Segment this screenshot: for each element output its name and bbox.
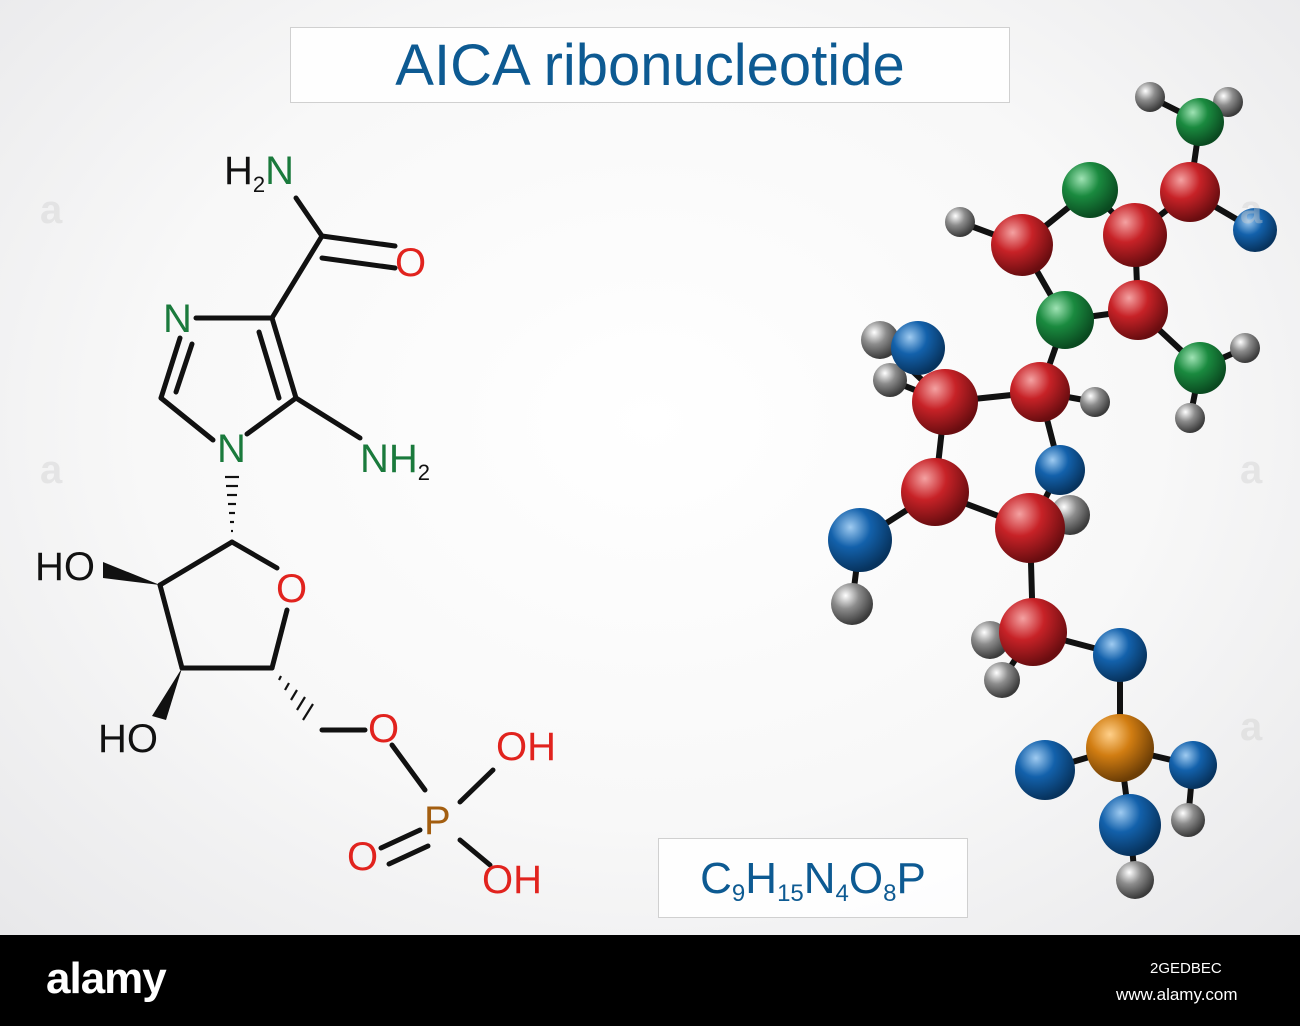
phosphate-oh-top-label: OH <box>496 725 556 769</box>
brand-logo: alamy <box>46 954 167 1003</box>
formula-box: C9H15N4O8P <box>658 838 968 918</box>
ring-n3-label: N <box>163 297 192 341</box>
bond-c4-c5 <box>269 315 299 401</box>
stereo-wedges <box>103 475 314 721</box>
heavy-atoms <box>828 98 1277 856</box>
image-id: 2GEDBEC <box>1150 960 1222 977</box>
bond-c4-c6 <box>269 233 325 321</box>
title-box: AICA ribonucleotide <box>290 27 1010 103</box>
bond-c4p-o4p <box>269 607 290 671</box>
hydroxyl-3-label: HO <box>98 717 158 761</box>
hash-c1p-n1 <box>225 475 239 533</box>
page-title: AICA ribonucleotide <box>395 33 905 98</box>
bond-c2-n3 <box>158 335 183 401</box>
bond-c1p-c2p <box>157 539 235 588</box>
watermark-right-top: a <box>1240 188 1263 232</box>
site-url: www.alamy.com <box>1116 985 1238 1004</box>
hash-c4p-c5p <box>278 675 314 721</box>
watermark-left-mid: a <box>40 448 63 492</box>
bond-c6-o8-second <box>319 255 398 271</box>
bond-c5-n1 <box>244 395 299 437</box>
amide-nh2-label: H2N <box>224 149 294 197</box>
ring-n1-label: N <box>217 427 246 471</box>
bond-c6-o8 <box>319 233 398 249</box>
bond-p-oh2 <box>457 837 493 868</box>
amino-nh2-label: NH2 <box>360 437 430 485</box>
footer-bar <box>0 935 1300 1026</box>
bond-c2-n3-inner <box>173 341 195 395</box>
phosphate-oh-bottom-label: OH <box>482 858 542 902</box>
bond-c5-n-amino <box>293 395 363 441</box>
ring-o-label: O <box>276 567 307 611</box>
bond-o-p <box>389 742 428 793</box>
phosphorus-label: P <box>424 799 451 843</box>
ball-and-stick-model <box>828 82 1277 899</box>
bond-c2p-c3p <box>157 582 185 671</box>
bond-n1-c2 <box>158 395 216 443</box>
carbonyl-o-label: O <box>395 241 426 285</box>
watermark-left-top: a <box>40 188 63 232</box>
wedge-c3p-oh <box>152 668 182 720</box>
wedge-c2p-oh <box>103 562 160 585</box>
bond-c4-c5-inner <box>256 329 282 401</box>
ester-o-label: O <box>368 707 399 751</box>
bond-p-o-double-second <box>386 843 431 867</box>
bond-o4p-c1p <box>229 539 280 571</box>
watermark-right-low: a <box>1240 705 1263 749</box>
phosphate-double-o-label: O <box>347 835 378 879</box>
hydroxyl-2-label: HO <box>35 545 95 589</box>
molecule-scene: H2N O N N NH2 O HO HO O P OH OH O <box>35 82 1277 902</box>
bond-p-oh1 <box>457 767 496 805</box>
bond-c6-n7 <box>293 195 325 239</box>
bond-p-o-double <box>378 827 423 851</box>
watermark-right-mid: a <box>1240 448 1263 492</box>
molecular-formula: C9H15N4O8P <box>700 854 926 907</box>
skeletal-structure <box>157 195 496 868</box>
